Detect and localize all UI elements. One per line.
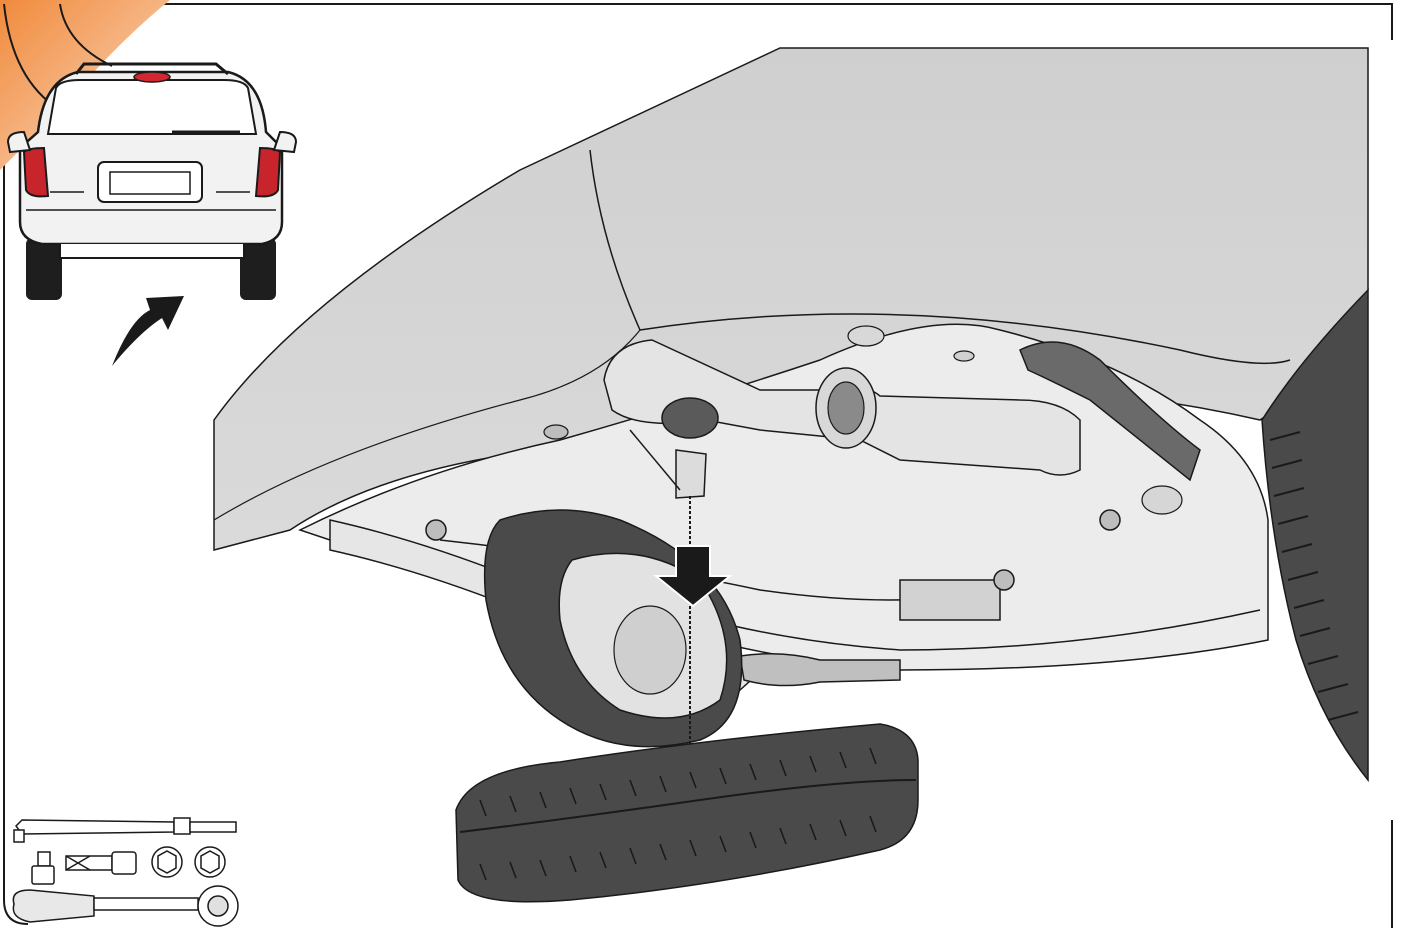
extension-rod [13,817,237,843]
rear-left-wheel [26,238,62,300]
ratchet-handle [12,885,239,927]
left-tail-light [22,146,50,198]
tailpipe-opening [661,397,719,439]
socket-2 [194,846,226,878]
extension-bar [65,851,137,875]
curved-arrow-up-icon [112,296,184,366]
exhaust-system [603,339,1201,482]
jack-tool-kit [12,817,239,927]
page-frame [3,3,1393,928]
rear-right-wheel [240,238,276,300]
right-tail-light [254,146,282,198]
spare-tire [455,723,919,903]
down-arrow-icon [653,545,733,608]
right-side-tire [1261,288,1369,783]
socket-adapter [31,851,55,885]
socket-1 [151,846,183,878]
vehicle-rear-view-inset [6,62,298,300]
brake-light [133,71,171,83]
